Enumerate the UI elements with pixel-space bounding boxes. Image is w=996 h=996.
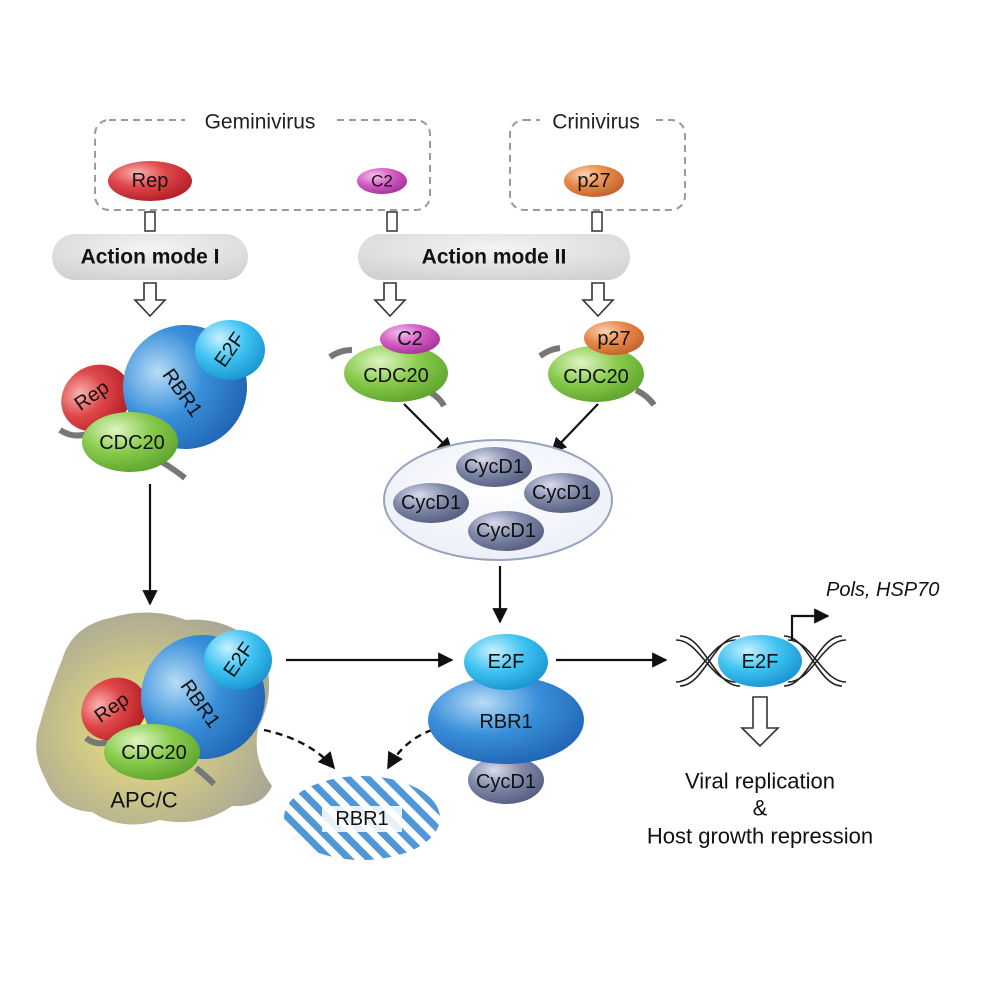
e2f-label-4: E2F [742,651,779,673]
c2-label-2: C2 [397,328,423,350]
p27-label: p27 [577,170,610,192]
hollow-arrow-outcome [740,696,780,748]
action-mode-2-label: Action mode II [422,246,567,269]
rep-rbr1-cdc20-complex [58,320,265,481]
action-mode-1-label: Action mode I [81,246,220,269]
hollow-arrow-c2 [386,211,398,232]
outcome-line-2: & [753,796,768,821]
cycd1-pool-members [393,447,600,551]
outcome-line-1: Viral replication [685,769,835,794]
crinivirus-label: Crinivirus [552,111,640,134]
apcc-bound-complex [81,630,272,787]
cycd1-label-4: CycD1 [476,520,536,542]
action-mode-1-pill [52,234,248,280]
cdc20-label-4: CDC20 [121,742,187,764]
c2-cdc20-complex [328,324,448,408]
geminivirus-label: Geminivirus [205,111,316,134]
cycd1-label-3: CycD1 [532,482,592,504]
e2f-rbr1-cycd1-complex [428,634,584,804]
p27-cdc20-complex [538,321,657,407]
c2-label: C2 [371,172,393,191]
transcription-arrow [790,608,830,640]
cycd1-pool [383,439,613,561]
hollow-arrow-rep [144,211,156,232]
target-genes-label: Pols, HSP70 [826,579,939,601]
cdc20-label-3: CDC20 [563,366,629,388]
cycd1-label-2: CycD1 [401,492,461,514]
hollow-arrow-mode2-right [581,282,615,318]
rep-label: Rep [132,170,169,192]
cycd1-label-5: CycD1 [476,771,536,793]
rbr1-label-3: RBR1 [479,711,532,733]
p27-label-2: p27 [597,328,630,350]
arrow-p27-to-cycd1 [550,403,599,454]
cycd1-label-1: CycD1 [464,456,524,478]
outcome-line-3: Host growth repression [647,824,873,849]
arrow-c2-to-cycd1 [403,403,454,454]
rbr1-label-degraded: RBR1 [335,808,388,830]
geminivirus-box [94,119,431,211]
e2f-label-3: E2F [488,651,525,673]
cdc20-label-2: CDC20 [363,365,429,387]
rep-protein [108,161,192,201]
hollow-arrow-mode1 [133,282,167,318]
dashed-arrow-right-to-degraded [386,728,433,770]
hollow-arrow-mode2-left [373,282,407,318]
c2-protein [357,168,407,194]
dna-helix [675,635,847,687]
p27-protein [564,165,624,197]
e2f-on-dna [718,635,802,687]
hollow-arrow-p27 [591,211,603,232]
action-mode-2-pill [358,234,630,280]
cdc20-label-1: CDC20 [99,432,165,454]
dashed-arrow-left-to-degraded [263,728,336,770]
apcc-label: APC/C [110,788,177,813]
